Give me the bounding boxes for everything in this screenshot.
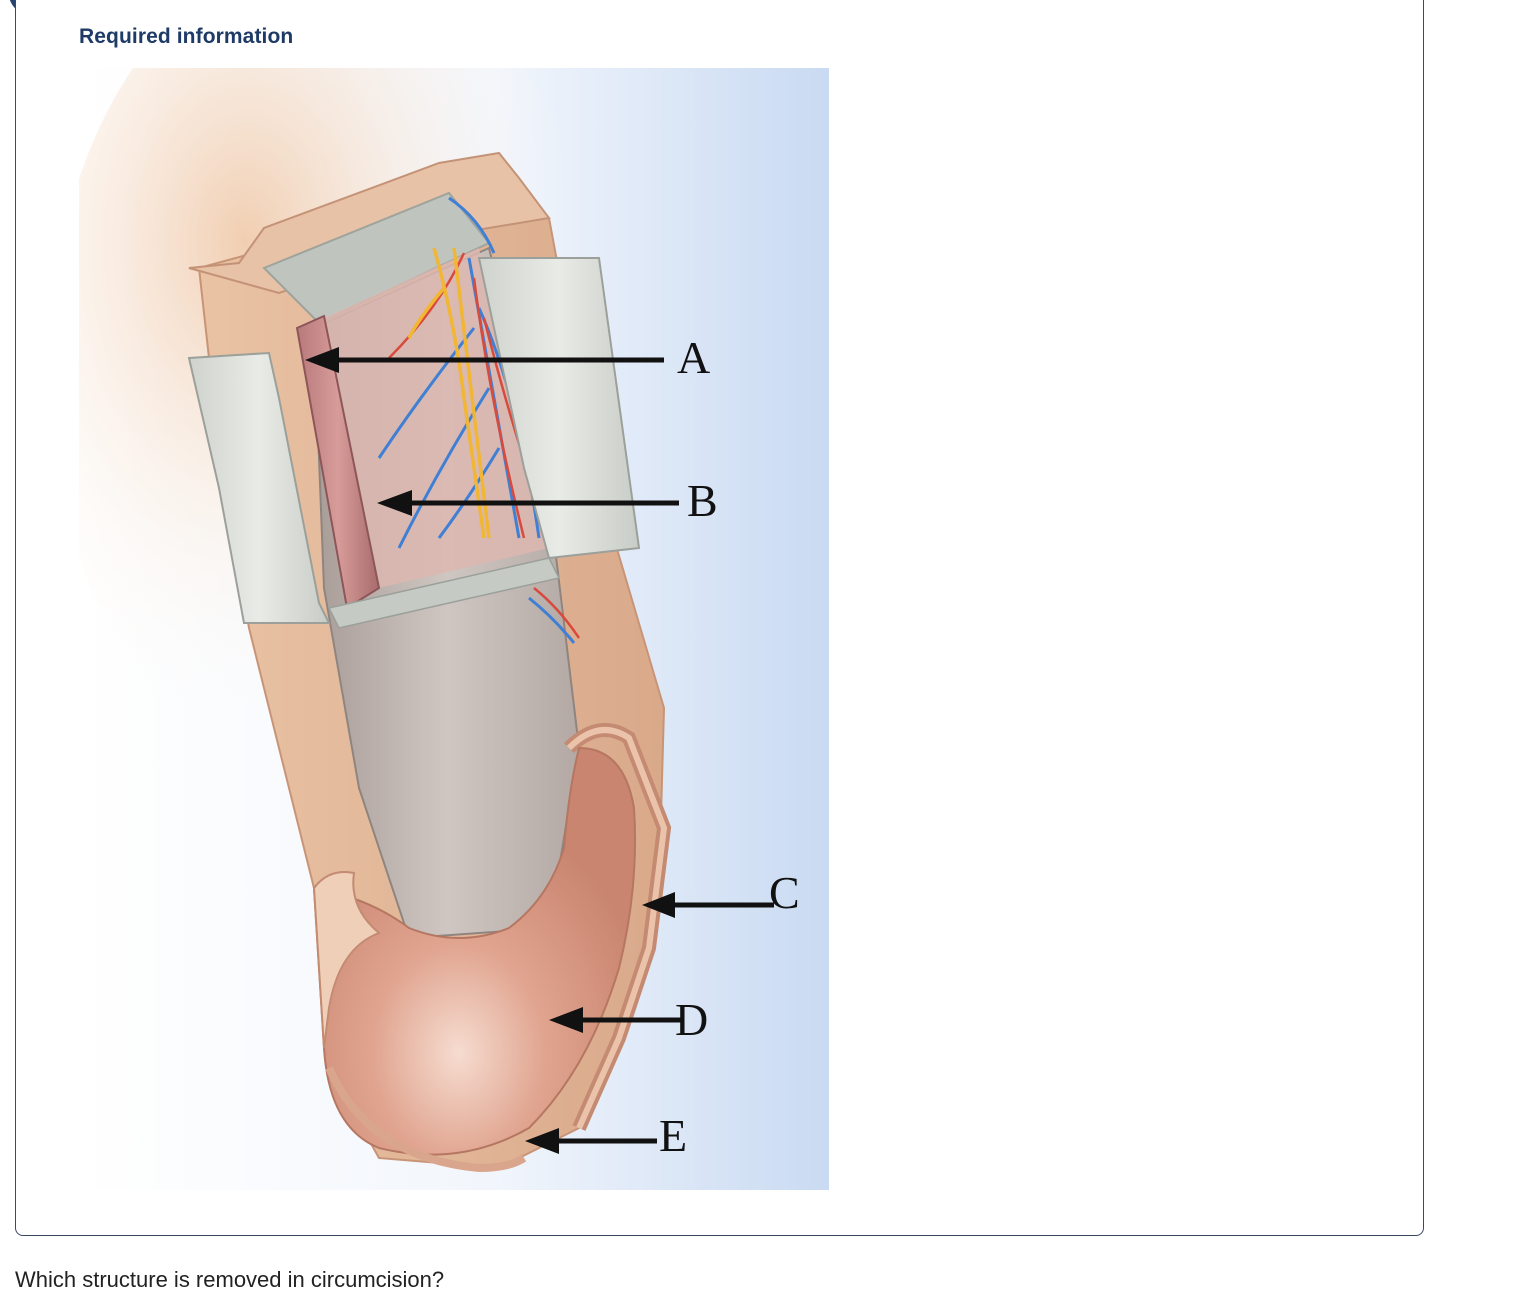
label-b: B xyxy=(687,475,718,526)
fascia-band-left xyxy=(187,351,331,624)
label-a-pointer: A xyxy=(305,332,710,383)
label-d: D xyxy=(675,994,708,1045)
label-a: A xyxy=(677,332,710,383)
label-e: E xyxy=(659,1110,687,1161)
foreskin-edge xyxy=(325,1066,527,1173)
fascia-band-bottom xyxy=(327,557,561,629)
label-e-pointer: E xyxy=(525,1110,687,1161)
small-vein-lower xyxy=(528,596,576,644)
fascia-band-right xyxy=(477,257,641,560)
deep-dorsal-vein-tube xyxy=(295,314,381,610)
dorsal-nerves xyxy=(407,247,491,539)
penis-cross-section-illustration: A B C D E xyxy=(79,68,829,1190)
label-c: C xyxy=(769,867,800,918)
label-b-pointer: B xyxy=(377,475,718,526)
label-c-pointer: C xyxy=(642,867,800,918)
required-information-title: Required information xyxy=(79,25,294,48)
foreskin-lip xyxy=(312,871,381,1049)
prepuce-fold-highlight xyxy=(566,727,668,1130)
label-d-pointer: D xyxy=(549,994,708,1045)
question-text: Which structure is removed in circumcisi… xyxy=(15,1267,445,1292)
anatomy-figure: A B C D E xyxy=(79,68,829,1190)
glans xyxy=(312,746,636,1156)
